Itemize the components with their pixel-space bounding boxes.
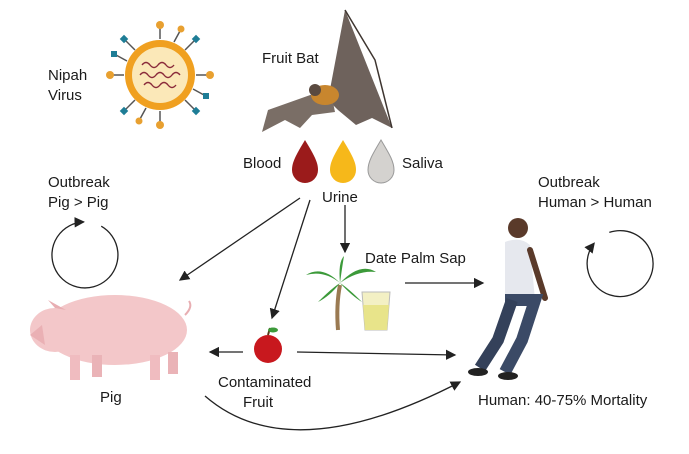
arrow-bat-to-pig: [178, 197, 301, 281]
blood-drop-icon: [292, 140, 318, 183]
human-cycle-arrow: [584, 229, 654, 298]
blood-label: Blood: [243, 155, 281, 172]
date-palm-sap-label: Date Palm Sap: [365, 250, 466, 267]
human-outbreak-label-line2: Human > Human: [538, 194, 652, 211]
nipah-virus-icon: [106, 21, 214, 129]
saliva-drop-icon: [367, 139, 395, 184]
virus-label-line1: Nipah: [48, 67, 87, 84]
arrow-pig-to-human: [204, 381, 462, 431]
pig-outbreak-label-line2: Pig > Pig: [48, 194, 108, 211]
fruit-label-line2: Fruit: [243, 394, 274, 411]
sap-glass-icon: [361, 291, 391, 331]
fruit-bat-label: Fruit Bat: [262, 50, 320, 67]
pig-icon: [30, 295, 192, 380]
transmission-arrows: [178, 197, 485, 431]
contaminated-fruit-icon: [254, 327, 282, 363]
pig-outbreak-label-line1: Outbreak: [48, 174, 110, 191]
urine-label: Urine: [322, 189, 358, 206]
human-outbreak-label-line1: Outbreak: [538, 174, 600, 191]
arrow-bat-to-fruit: [269, 199, 311, 320]
pig-cycle-arrow: [51, 217, 119, 289]
fruit-label-line1: Contaminated: [218, 374, 311, 391]
pig-label: Pig: [100, 389, 122, 406]
date-palm-icon: [306, 256, 376, 331]
urine-drop-icon: [330, 140, 356, 183]
virus-label-line2: Virus: [48, 87, 82, 104]
human-mortality-label: Human: 40-75% Mortality: [478, 392, 648, 409]
arrow-fruit-to-human: [296, 349, 457, 361]
fruit-bat-icon: [262, 9, 393, 132]
saliva-label: Saliva: [402, 155, 444, 172]
human-icon: [468, 218, 548, 380]
